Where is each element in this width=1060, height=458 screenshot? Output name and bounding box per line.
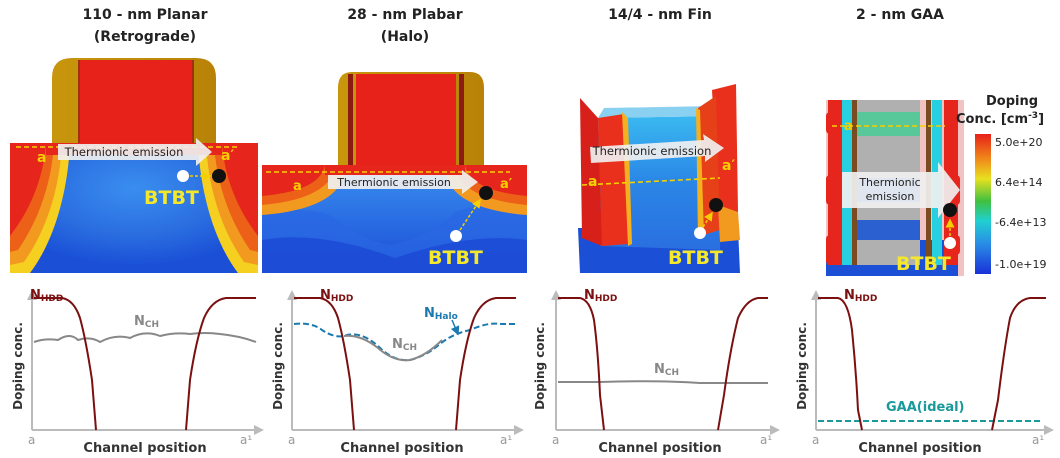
panel-1-arrow-label: Thermionic emission <box>64 145 184 159</box>
panel-2-x-start: a <box>288 433 295 447</box>
panel-4-a-label: a <box>844 119 853 134</box>
panel-1-title-line1: 110 - nm Planar <box>82 7 208 23</box>
panel-1-title: 110 - nm Planar (Retrograde) <box>45 4 245 48</box>
colorbar-tick-4: -1.0e+19 <box>995 258 1046 271</box>
panel-1-btbt-label: BTBT <box>144 187 199 209</box>
panel-4-title: 2 - nm GAA <box>800 4 1000 26</box>
panel-4-nhdd-right-curve <box>991 297 1046 431</box>
panel-4-ylabel: Doping conc. <box>795 322 809 410</box>
panel-2-nhalo-curve <box>293 322 516 362</box>
panel-3-nch-curve <box>558 380 768 384</box>
colorbar-title-line1: Doping <box>986 94 1038 109</box>
panel-3-arrow-label: Thermionic emission <box>592 144 712 158</box>
panel-4-nhdd-left-curve <box>818 297 863 431</box>
panel-1-a-prime-label: a′ <box>221 148 234 164</box>
panel-4-btbt-label: BTBT <box>896 253 951 275</box>
panel-3-btbt-label: BTBT <box>668 247 723 269</box>
panel-2-plot: NHDD NHalo NCH Doping conc. Channel posi… <box>271 288 524 456</box>
panel-2-nhdd-label: NHDD <box>320 288 353 304</box>
panel-4-xlabel: Channel position <box>858 441 981 456</box>
panel-2-title-line2: (Halo) <box>380 29 430 45</box>
panel-4-gaa-label: GAA(ideal) <box>886 400 964 415</box>
panel-2-nch-label: NCH <box>392 337 417 353</box>
panel-2-nch-curve <box>343 334 443 362</box>
panel-3-plot: NHDD NCH Doping conc. Channel position a… <box>533 288 780 456</box>
panel-2-btbt-label: BTBT <box>428 247 483 269</box>
panel-3-title-line1: 14/4 - nm Fin <box>608 7 712 23</box>
panel-2-ylabel: Doping conc. <box>271 322 285 410</box>
panel-1-nch-curve <box>33 332 257 344</box>
panel-2-title-line1: 28 - nm Plabar <box>347 7 463 23</box>
panel-2-title: 28 - nm Plabar (Halo) <box>305 4 505 48</box>
panel-3-nhdd-label: NHDD <box>584 288 617 304</box>
panel-3-nhdd-left-curve <box>558 297 605 431</box>
panel-3-a-prime-label: a′ <box>722 158 735 174</box>
panel-1-nhdd-right-curve <box>185 297 256 431</box>
panel-2-device: Thermionic emission a a′ BTBT <box>262 72 527 273</box>
panel-2-nhdd-right-curve <box>455 297 516 431</box>
colorbar-gradient <box>975 134 991 274</box>
panel-4-device: a Thermionic emission BTBT <box>826 100 964 276</box>
panel-2-xlabel: Channel position <box>340 441 463 456</box>
panel-3-title: 14/4 - nm Fin <box>560 4 760 26</box>
panel-3-xlabel: Channel position <box>598 441 721 456</box>
panel-1-x-end: a¹ <box>240 433 252 447</box>
panel-1-x-start: a <box>28 433 35 447</box>
panel-2-nhdd-left-curve <box>294 297 355 431</box>
colorbar-tick-3: -6.4e+13 <box>995 216 1046 229</box>
panel-3-nhdd-right-curve <box>717 297 768 431</box>
panel-3-ylabel: Doping conc. <box>533 322 547 410</box>
panel-4-arrow-label-1: Thermionic <box>858 176 920 189</box>
panel-1-device: Thermionic emission a a′ BTBT <box>10 58 258 273</box>
panel-2-a-label: a <box>293 179 302 194</box>
panel-4-title-line1: 2 - nm GAA <box>856 7 944 23</box>
panel-4-x-start: a <box>812 433 819 447</box>
panel-3-a-label: a <box>588 174 597 190</box>
panel-1-nch-label: NCH <box>134 314 159 330</box>
colorbar-tick-2: 6.4e+14 <box>995 176 1042 189</box>
panel-2-a-prime-label: a′ <box>500 177 513 192</box>
colorbar: Doping Conc. [cm-3] 5.0e+20 6.4e+14 -6.4… <box>956 94 1046 274</box>
panel-3-x-end: a¹ <box>760 433 772 447</box>
panel-1-plot: NHDD NCH Doping conc. Channel position a… <box>11 288 264 456</box>
colorbar-tick-1: 5.0e+20 <box>995 136 1042 149</box>
panel-4-x-end: a¹ <box>1032 433 1044 447</box>
panel-1-a-label: a <box>37 150 46 166</box>
panel-4-plot: NHDD GAA(ideal) Doping conc. Channel pos… <box>795 288 1054 456</box>
panel-2-nhalo-label: NHalo <box>424 306 458 322</box>
panel-1-nhdd-left-curve <box>34 297 97 431</box>
panel-2-arrow-label: Thermionic emission <box>336 176 451 189</box>
panel-4-arrow-label-2: emission <box>866 190 915 203</box>
panel-2-x-end: a¹ <box>500 433 512 447</box>
panel-3-device: Thermionic emission a a′ BTBT <box>578 84 740 273</box>
panel-3-nch-label: NCH <box>654 362 679 378</box>
panel-4-nhdd-label: NHDD <box>844 288 877 304</box>
panel-1-title-line2: (Retrograde) <box>93 29 197 45</box>
panel-1-nhdd-label: NHDD <box>30 288 63 304</box>
panel-1-xlabel: Channel position <box>83 441 206 456</box>
panel-3-x-start: a <box>552 433 559 447</box>
colorbar-title-line2: Conc. [cm-3] <box>956 111 1044 127</box>
panel-1-ylabel: Doping conc. <box>11 322 25 410</box>
